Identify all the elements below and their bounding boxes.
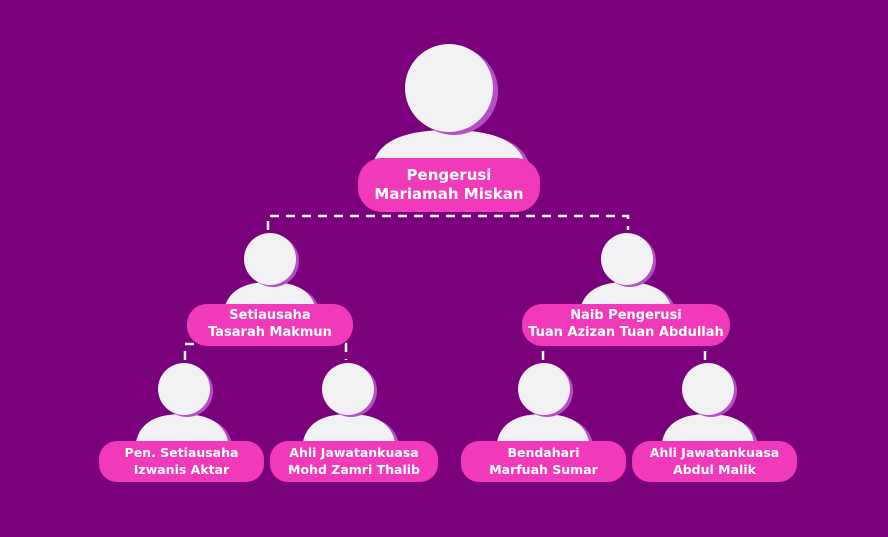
committee-2-label: Ahli Jawatankuasa Abdul Malik — [632, 441, 797, 482]
person-icon — [135, 363, 233, 452]
treasurer-label: Bendahari Marfuah Sumar — [461, 441, 626, 482]
committee-1-label: Ahli Jawatankuasa Mohd Zamri Thalib — [270, 441, 438, 482]
person-icon — [496, 363, 594, 452]
role: Setiausaha — [229, 308, 311, 324]
person-name: Izwanis Aktar — [133, 461, 230, 477]
role: Bendahari — [507, 445, 580, 461]
person-name: Mohd Zamri Thalib — [288, 461, 420, 477]
person-icon — [372, 44, 531, 174]
vice-chair-label: Naib Pengerusi Tuan Azizan Tuan Abdullah — [522, 304, 730, 346]
person-name: Mariamah Miskan — [374, 185, 524, 203]
role: Naib Pengerusi — [570, 308, 682, 324]
connector-right — [541, 348, 707, 360]
person-name: Marfuah Sumar — [489, 461, 598, 477]
person-name: Tasarah Makmun — [208, 325, 332, 340]
person-icon — [302, 363, 400, 452]
node-treasurer: Bendahari Marfuah Sumar — [461, 362, 626, 482]
node-asst-secretary: Pen. Setiausaha Izwanis Aktar — [99, 362, 264, 482]
role: Pen. Setiausaha — [124, 445, 239, 461]
person-icon — [661, 363, 759, 452]
node-committee-2: Ahli Jawatankuasa Abdul Malik — [632, 362, 797, 482]
role: Pengerusi — [406, 165, 492, 184]
chair-label: Pengerusi Mariamah Miskan — [358, 158, 540, 212]
connector-left — [183, 342, 348, 360]
person-name: Abdul Malik — [673, 461, 756, 477]
node-vice-chair: Naib Pengerusi Tuan Azizan Tuan Abdullah — [522, 230, 730, 346]
role: Ahli Jawatankuasa — [289, 445, 419, 461]
person-name: Tuan Azizan Tuan Abdullah — [528, 325, 724, 340]
node-secretary: Setiausaha Tasarah Makmun — [187, 230, 353, 346]
secretary-label: Setiausaha Tasarah Makmun — [187, 304, 353, 346]
node-committee-1: Ahli Jawatankuasa Mohd Zamri Thalib — [270, 362, 438, 482]
node-chair: Pengerusi Mariamah Miskan — [358, 44, 540, 212]
asst-secretary-label: Pen. Setiausaha Izwanis Aktar — [99, 441, 264, 482]
role: Ahli Jawatankuasa — [649, 445, 780, 461]
connector-top — [266, 214, 630, 230]
